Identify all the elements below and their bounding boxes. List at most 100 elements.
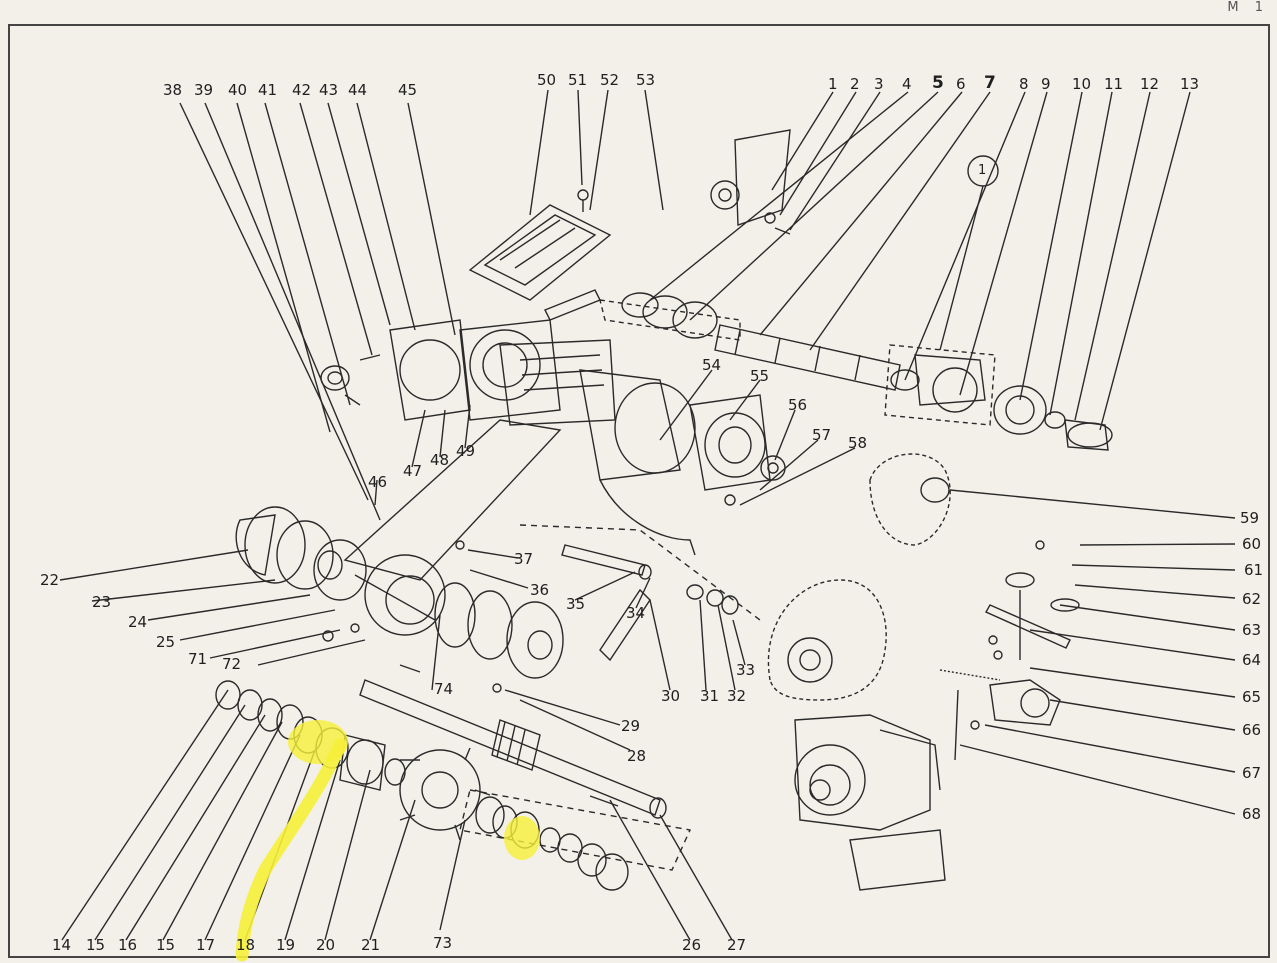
chain-sprocket-lower [767, 579, 887, 701]
callout-circle [939, 155, 999, 351]
leader-lines-misc [59, 369, 856, 751]
part-label-74: 74 [434, 680, 454, 698]
part-label-12: 12 [1140, 75, 1160, 93]
part-label-19: 19 [276, 936, 296, 954]
part-label-20: 20 [316, 936, 336, 954]
part-label-46: 46 [368, 473, 388, 491]
part-label-27: 27 [727, 936, 747, 954]
leader-lines-right [949, 489, 1236, 815]
swing-arm [235, 419, 562, 642]
part-label-2: 2 [850, 75, 860, 93]
part-label-33: 33 [736, 661, 756, 679]
highlight-marks [235, 720, 540, 962]
part-label-49: 49 [456, 442, 476, 460]
part-label-35: 35 [566, 595, 586, 613]
leader-lines-top-left [179, 89, 664, 521]
part-label-39: 39 [194, 81, 214, 99]
part-label-45: 45 [398, 81, 418, 99]
part-label-4: 4 [902, 75, 912, 93]
part-label-60: 60 [1242, 535, 1262, 553]
part-label-1: 1 [828, 75, 838, 93]
part-label-52: 52 [600, 71, 620, 89]
part-label-51: 51 [568, 71, 588, 89]
part-label-13: 13 [1180, 75, 1200, 93]
part-label-34: 34 [626, 604, 646, 622]
part-label-50: 50 [537, 71, 557, 89]
part-label-15-right: 15 [156, 936, 176, 954]
part-label-65: 65 [1242, 688, 1262, 706]
part-label-38: 38 [163, 81, 183, 99]
housing-fragment-top [710, 129, 791, 235]
part-label-30: 30 [661, 687, 681, 705]
part-label-59: 59 [1240, 509, 1260, 527]
clutch-drum-74 [434, 540, 564, 693]
part-label-14: 14 [52, 936, 72, 954]
corner-mark: M 1 [1227, 0, 1269, 15]
main-shaft-upper [599, 292, 1113, 451]
part-label-29: 29 [621, 717, 641, 735]
part-label-62: 62 [1242, 590, 1262, 608]
part-label-17: 17 [196, 936, 216, 954]
part-label-36: 36 [530, 581, 550, 599]
shaft-35 [519, 524, 761, 662]
part-label-61: 61 [1244, 561, 1264, 579]
part-label-24: 24 [128, 613, 148, 631]
part-label-41: 41 [258, 81, 278, 99]
part-label-71: 71 [188, 650, 208, 668]
part-label-21: 21 [361, 936, 381, 954]
sprocket-21 [399, 747, 491, 841]
part-label-18: 18 [236, 936, 256, 954]
diagram-frame [8, 24, 1270, 958]
part-label-22: 22 [40, 571, 60, 589]
part-label-31: 31 [700, 687, 720, 705]
part-label-26: 26 [682, 936, 702, 954]
part-label-56: 56 [788, 396, 808, 414]
part-label-57: 57 [812, 426, 832, 444]
part-label-10: 10 [1072, 75, 1092, 93]
part-label-40: 40 [228, 81, 248, 99]
part-label-58: 58 [848, 434, 868, 452]
part-label-55: 55 [750, 367, 770, 385]
part-label-32: 32 [727, 687, 747, 705]
part-label-16: 16 [118, 936, 138, 954]
part-label-25: 25 [156, 633, 176, 651]
brake-lever-parts [939, 540, 1080, 761]
bearing-set-73 [459, 789, 692, 891]
part-label-47: 47 [403, 462, 423, 480]
callout-number: 1 [978, 163, 987, 178]
part-label-9: 9 [1041, 75, 1051, 93]
layshaft-lower [359, 664, 667, 819]
part-label-28: 28 [627, 747, 647, 765]
chain-sprocket-59 [869, 453, 951, 546]
part-label-64: 64 [1242, 651, 1262, 669]
part-label-53: 53 [636, 71, 656, 89]
part-label-67: 67 [1242, 764, 1262, 782]
part-label-23: 23 [92, 593, 112, 611]
leader-lines-top-right [649, 91, 1191, 431]
part-label-68: 68 [1242, 805, 1262, 823]
part-label-7: 7 [984, 73, 996, 93]
part-label-3: 3 [874, 75, 884, 93]
part-label-6: 6 [956, 75, 966, 93]
part-label-44: 44 [348, 81, 368, 99]
cover-plate-50 [468, 189, 612, 321]
part-label-54: 54 [702, 356, 722, 374]
part-label-48: 48 [430, 451, 450, 469]
part-label-63: 63 [1242, 621, 1262, 639]
part-label-73: 73 [433, 934, 453, 952]
part-label-43: 43 [319, 81, 339, 99]
gearbox-housing [320, 319, 616, 426]
part-label-72: 72 [222, 655, 242, 673]
engine-block [794, 714, 946, 891]
part-label-66: 66 [1242, 721, 1262, 739]
part-label-11: 11 [1104, 75, 1124, 93]
part-label-37: 37 [514, 550, 534, 568]
part-label-8: 8 [1019, 75, 1029, 93]
part-label-5: 5 [932, 73, 944, 93]
side-cover-54-55 [579, 369, 786, 556]
part-label-15-left: 15 [86, 936, 106, 954]
leader-lines-bottom-left [61, 689, 733, 941]
part-label-42: 42 [292, 81, 312, 99]
